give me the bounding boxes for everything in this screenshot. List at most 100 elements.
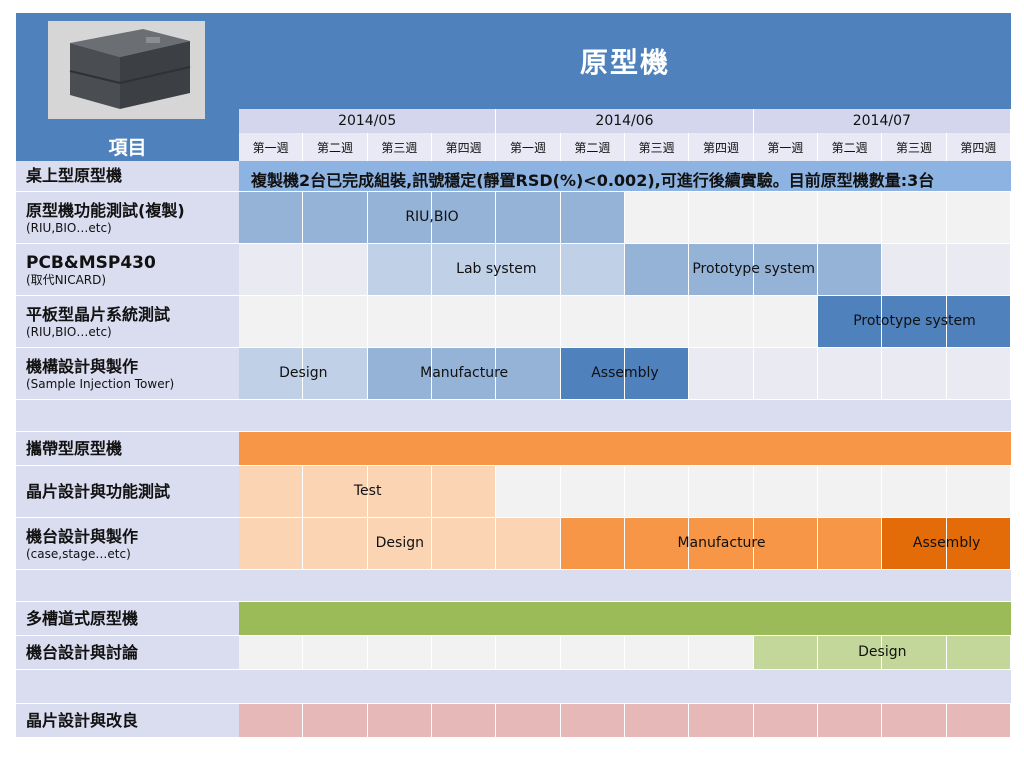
grid-cell [689,244,754,296]
row-subtitle: (RIU,BIO…etc) [26,324,112,339]
grid-cell [496,466,561,518]
grid-cell [432,244,497,296]
grid-cell [239,466,304,518]
spacer-label [16,570,239,602]
grid-cell [432,348,497,400]
grid-cell [367,466,432,518]
grid-cell [882,244,947,296]
spacer-label [16,670,239,704]
bar-label: Design [858,644,907,660]
grid-cell [689,518,754,570]
section-band [239,432,1011,466]
grid-cell [625,518,690,570]
row-title: 多槽道式原型機 [26,608,139,628]
grid-cell [882,348,947,400]
row-label: 晶片設計與改良 [16,704,239,738]
grid-cell [946,348,1011,400]
bar-label: Design [279,365,328,381]
grid-cell [239,192,304,244]
bar-label: Test [353,483,382,499]
row-label: 機台設計與製作(case,stage…etc) [16,518,239,570]
grid-cell [882,296,947,348]
week-header: 第一週 [496,133,561,161]
week-header: 第一週 [239,133,304,161]
item-header: 項目 [16,13,239,161]
grid-cell [882,704,947,738]
grid-cell [560,518,625,570]
spacer-band [239,570,1011,602]
row-title: PCB&MSP430 [26,252,156,273]
grid-cell [303,704,368,738]
spacer-band [239,400,1011,432]
week-header: 第四週 [432,133,497,161]
grid-cell [367,636,432,670]
grid-cell [303,296,368,348]
grid-cell [367,244,432,296]
grid-cell [560,348,625,400]
grid-cell [946,244,1011,296]
page-title: 原型機 [579,46,670,79]
row-subtitle: (Sample Injection Tower) [26,376,175,391]
month-header: 2014/07 [753,109,1011,133]
grid-cell [432,636,497,670]
grid-cell [689,704,754,738]
bar-label: Assembly [591,365,659,381]
row-label: 平板型晶片系統測試(RIU,BIO…etc) [16,296,239,348]
grid-cell [367,348,432,400]
grid-cell [946,192,1011,244]
grid-cell [818,704,883,738]
row-title: 機台設計與討論 [26,642,139,662]
section-band [239,161,1011,192]
grid-cell [753,296,818,348]
grid-cell [239,296,304,348]
grid-cell [496,704,561,738]
grid-cell [560,704,625,738]
grid-cell [882,518,947,570]
grid-cell [882,466,947,518]
grid-cell [753,518,818,570]
grid-cell [689,636,754,670]
row-title: 平板型晶片系統測試 [26,304,171,324]
row-label: 機台設計與討論 [16,636,239,670]
row-title: 攜帶型原型機 [26,438,123,458]
week-header: 第三週 [882,133,947,161]
month-header: 2014/06 [496,109,754,133]
row-label: 晶片設計與功能測試 [16,466,239,518]
grid-cell [432,192,497,244]
row-title: 機構設計與製作 [26,356,139,376]
week-header: 第四週 [689,133,754,161]
row-subtitle: (case,stage…etc) [26,546,131,561]
grid-cell [946,466,1011,518]
grid-cell [753,348,818,400]
grid-cell [367,704,432,738]
title-banner: 原型機 [239,13,1011,109]
grid-cell [432,518,497,570]
grid-cell [303,636,368,670]
bar-label: Assembly [912,535,981,551]
grid-cell [303,348,368,400]
week-header: 第三週 [625,133,690,161]
grid-cell [239,518,304,570]
spacer-band [239,670,1011,704]
grid-cell [496,244,561,296]
section-note: 複製機2台已完成組裝,訊號穩定(靜置RSD(%)<0.002),可進行後續實驗。… [251,171,935,190]
grid-cell [818,192,883,244]
grid-cell [818,296,883,348]
row-title: 機台設計與製作 [26,526,139,546]
bar-label: Lab system [456,261,537,277]
grid-cell [432,296,497,348]
grid-cell [946,636,1011,670]
grid-cell [946,704,1011,738]
grid-cell [625,244,690,296]
row-label: 攜帶型原型機 [16,432,239,466]
spacer-label [16,400,239,432]
grid-cell [689,296,754,348]
grid-cell [560,192,625,244]
grid-cell [367,518,432,570]
grid-cell [239,348,304,400]
month-header: 2014/05 [239,109,497,133]
week-header: 第三週 [367,133,432,161]
grid-cell [753,466,818,518]
bar-label: Manufacture [420,365,509,381]
